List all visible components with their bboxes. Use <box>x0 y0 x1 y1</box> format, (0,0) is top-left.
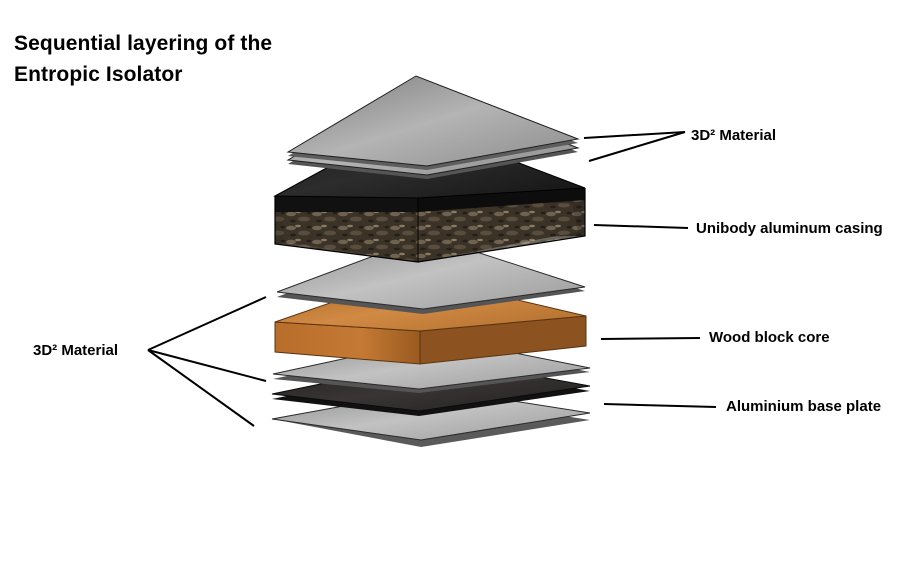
diagram-title-line-1: Sequential layering of the <box>14 32 273 55</box>
leader-left-material-2 <box>147 349 267 382</box>
leader-left-material-1 <box>147 296 267 351</box>
label-top-material: 3D² Material <box>691 127 777 144</box>
leader-lines <box>147 131 717 427</box>
leader-left-material-3 <box>147 349 255 427</box>
label-wood-core: Wood block core <box>709 329 830 346</box>
label-left-material: 3D² Material <box>33 342 119 359</box>
label-base-plate: Aluminium base plate <box>726 398 882 415</box>
leader-wood-core <box>600 337 701 340</box>
leader-top-material-2 <box>588 131 686 162</box>
leader-casing <box>593 224 689 229</box>
leader-base-plate <box>603 403 717 408</box>
label-unibody-casing: Unibody aluminum casing <box>696 220 883 237</box>
diagram-title-line-2: Entropic Isolator <box>14 63 183 86</box>
top-material-sheets <box>286 75 580 179</box>
leader-top-material-1 <box>583 131 686 139</box>
